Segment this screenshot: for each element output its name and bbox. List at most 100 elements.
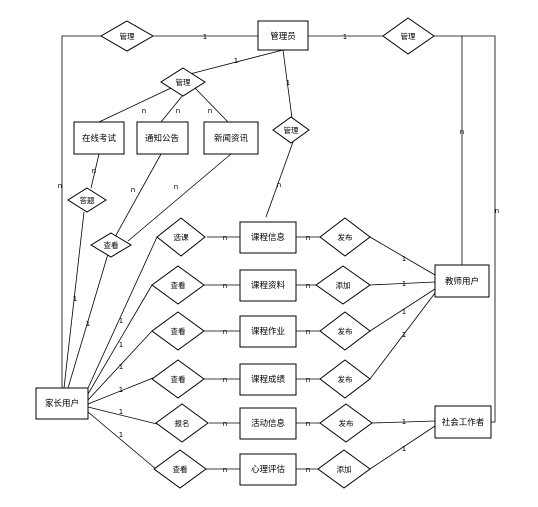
relation-add-material: 添加 xyxy=(315,265,371,305)
svg-text:选课: 选课 xyxy=(174,232,189,242)
card-parent-grades: 1 xyxy=(119,386,123,394)
card-notice-manage: n xyxy=(176,107,180,115)
svg-text:活动信息: 活动信息 xyxy=(251,418,286,429)
svg-text:发布: 发布 xyxy=(338,326,353,336)
svg-text:管理: 管理 xyxy=(284,125,299,135)
svg-text:新闻资讯: 新闻资讯 xyxy=(214,133,249,144)
cardinality-labels: 1 n 1 n n 1 1 n n n n n n n 1 1 1 1 1 1 … xyxy=(58,33,499,474)
svg-text:查看: 查看 xyxy=(171,326,186,336)
entity-activity: 活动信息 xyxy=(239,407,297,440)
card-material-add: n xyxy=(306,282,310,290)
card-view-psych: n xyxy=(223,466,227,474)
entity-admin: 管理员 xyxy=(257,20,309,51)
entity-teacher: 教师用户 xyxy=(434,264,490,298)
entity-notice: 通知公告 xyxy=(136,121,189,155)
relation-select-course: 选课 xyxy=(156,217,206,257)
card-exam-manage: n xyxy=(142,107,146,115)
relation-publish-activity: 发布 xyxy=(319,403,373,443)
svg-text:社会工作者: 社会工作者 xyxy=(442,417,485,428)
card-course-publish: n xyxy=(306,234,310,242)
svg-text:课程成绩: 课程成绩 xyxy=(251,374,286,385)
svg-text:报名: 报名 xyxy=(175,418,190,428)
entity-course-info: 课程信息 xyxy=(239,221,297,254)
svg-text:答题: 答题 xyxy=(80,195,95,205)
relation-add-psych: 添加 xyxy=(317,449,371,489)
relation-view-content: 查看 xyxy=(90,232,132,258)
relation-answer: 答题 xyxy=(67,187,107,213)
relation-signup: 报名 xyxy=(155,403,209,443)
svg-text:管理: 管理 xyxy=(176,77,191,87)
svg-text:查看: 查看 xyxy=(171,374,186,384)
card-view-material: n xyxy=(223,282,227,290)
card-parent-signup: 1 xyxy=(119,408,123,416)
relation-view-psych: 查看 xyxy=(153,449,207,489)
card-view-homework: n xyxy=(223,328,227,336)
entity-news: 新闻资讯 xyxy=(203,121,259,155)
svg-text:管理: 管理 xyxy=(401,31,416,41)
connector-lines xyxy=(61,35,496,471)
card-teacher-grades: 1 xyxy=(402,331,406,339)
svg-text:查看: 查看 xyxy=(104,240,119,250)
card-activity-publish: n xyxy=(306,420,310,428)
svg-text:课程资料: 课程资料 xyxy=(251,280,286,291)
card-admin-content: 1 xyxy=(234,57,238,65)
card-signup-activity: n xyxy=(223,420,227,428)
entity-course-material: 课程资料 xyxy=(239,269,297,302)
entity-social-worker: 社会工作者 xyxy=(434,405,492,439)
card-social-psych: 1 xyxy=(402,445,406,453)
entity-exam: 在线考试 xyxy=(73,121,125,155)
relation-manage-left: 管理 xyxy=(99,20,155,52)
svg-text:教师用户: 教师用户 xyxy=(445,276,479,287)
card-news-view: n xyxy=(174,183,178,191)
card-parent-select: 1 xyxy=(119,317,123,325)
card-parent-homework: 1 xyxy=(119,363,123,371)
card-homework-publish: n xyxy=(306,328,310,336)
card-parent-view: 1 xyxy=(86,320,90,328)
card-select-course: n xyxy=(223,234,227,242)
svg-text:发布: 发布 xyxy=(339,418,354,428)
svg-text:在线考试: 在线考试 xyxy=(82,133,117,144)
card-exam-answer: n xyxy=(92,167,96,175)
relation-view-grades: 查看 xyxy=(151,359,205,399)
relation-publish-homework: 发布 xyxy=(319,311,371,351)
relation-manage-right: 管理 xyxy=(382,17,435,55)
card-admin-course: 1 xyxy=(286,79,290,87)
relation-view-material: 查看 xyxy=(151,265,205,305)
card-teacher-top: n xyxy=(460,128,464,136)
card-social-activity: 1 xyxy=(402,418,406,426)
svg-text:课程信息: 课程信息 xyxy=(251,232,286,243)
card-view-grades: n xyxy=(223,376,227,384)
svg-text:发布: 发布 xyxy=(338,374,353,384)
svg-text:心理评估: 心理评估 xyxy=(251,464,286,475)
card-admin-right: 1 xyxy=(343,33,347,41)
entity-parent: 家长用户 xyxy=(35,387,89,420)
entity-grades: 课程成绩 xyxy=(239,363,297,396)
svg-text:管理: 管理 xyxy=(120,31,135,41)
relation-manage-course: 管理 xyxy=(272,116,310,144)
relation-publish-course: 发布 xyxy=(319,217,371,257)
svg-text:通知公告: 通知公告 xyxy=(145,133,179,144)
svg-text:添加: 添加 xyxy=(337,464,352,474)
card-news-manage: n xyxy=(208,107,212,115)
relation-manage-content: 管理 xyxy=(160,67,206,97)
card-psych-add: n xyxy=(306,466,310,474)
svg-text:发布: 发布 xyxy=(338,232,353,242)
card-social-right: n xyxy=(495,207,499,215)
card-notice-view: n xyxy=(131,186,135,194)
relation-view-homework: 查看 xyxy=(151,311,205,351)
card-admin-left: 1 xyxy=(203,33,207,41)
svg-text:查看: 查看 xyxy=(173,464,188,474)
svg-text:家长用户: 家长用户 xyxy=(45,398,79,409)
card-grades-publish: n xyxy=(306,376,310,384)
entities: 管理员 在线考试 通知公告 新闻资讯 课程信息 课程资料 课程作业 课程成绩 xyxy=(35,20,492,486)
svg-text:管理员: 管理员 xyxy=(270,31,296,42)
card-teacher-homework: 1 xyxy=(402,308,406,316)
relation-publish-grades: 发布 xyxy=(319,359,371,399)
card-teacher-material: 1 xyxy=(402,280,406,288)
card-course-manage: n xyxy=(277,181,281,189)
svg-text:课程作业: 课程作业 xyxy=(251,326,285,337)
entity-psych: 心理评估 xyxy=(239,453,297,486)
card-parent-material: 1 xyxy=(119,341,123,349)
card-parent-left: n xyxy=(58,182,62,190)
